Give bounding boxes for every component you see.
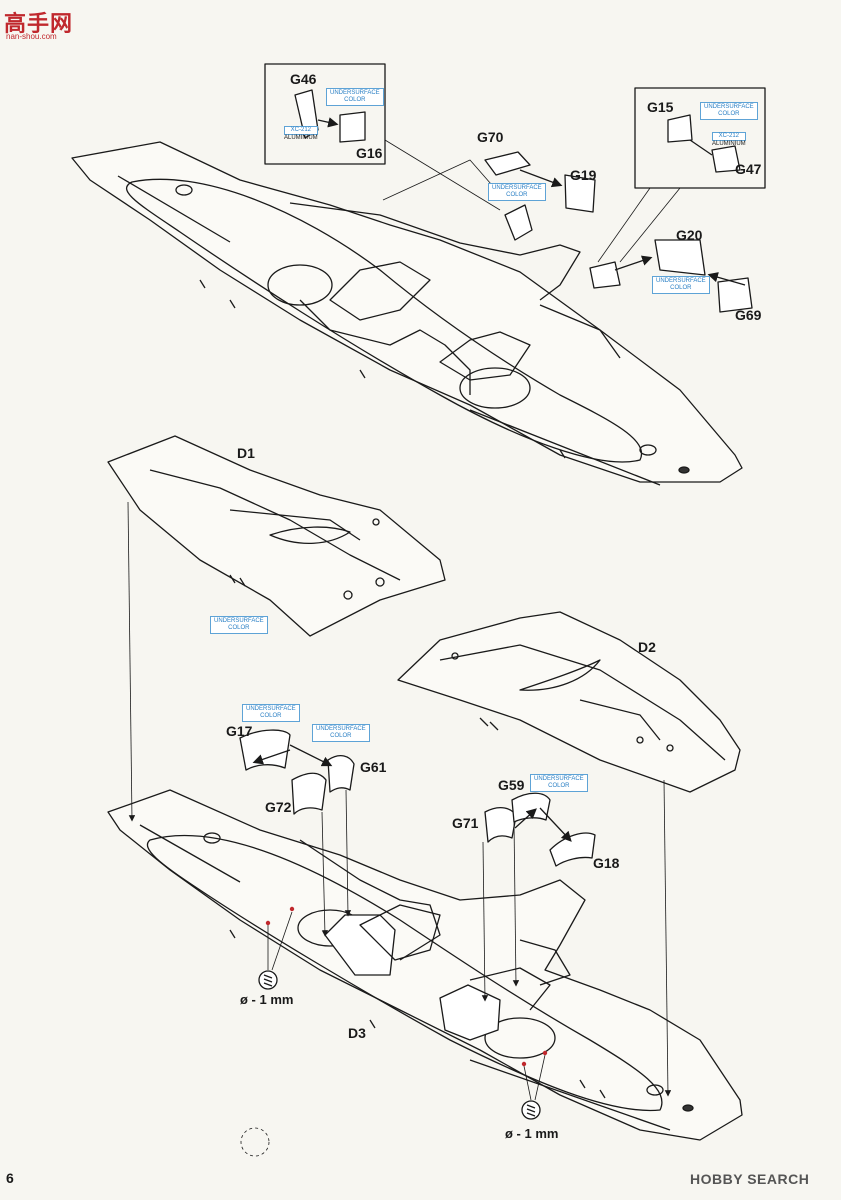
part-label-d2: D2 <box>638 639 656 655</box>
upper-left-wing-D1 <box>107 435 446 637</box>
part-label-g17: G17 <box>226 723 253 739</box>
part-label-d1: D1 <box>237 445 255 461</box>
part-label-g61: G61 <box>360 759 387 775</box>
top-lower-wing-assembly <box>71 141 743 486</box>
part-label-g20: G20 <box>676 227 703 243</box>
drill-note-left: ø - 1 mm <box>240 992 294 1007</box>
placement-lines <box>127 501 672 1097</box>
part-label-g15: G15 <box>647 99 674 115</box>
part-label-g46: G46 <box>290 71 317 87</box>
part-label-g47: G47 <box>735 161 762 177</box>
drill-symbol-left <box>258 911 293 990</box>
watermark-bottom: HOBBY SEARCH <box>690 1171 810 1187</box>
part-label-g16: G16 <box>356 145 383 161</box>
detail-box-right <box>634 87 766 189</box>
watermark-top: 高手网 <box>4 11 74 36</box>
detail-box-left <box>264 63 386 165</box>
part-label-g70: G70 <box>477 129 504 145</box>
lower-wing-assembly-D3 <box>107 789 743 1141</box>
part-label-g59: G59 <box>498 777 525 793</box>
part-label-g69: G69 <box>735 307 762 323</box>
drill-note-right: ø - 1 mm <box>505 1126 559 1141</box>
page-number: 6 <box>6 1170 14 1186</box>
part-label-g18: G18 <box>593 855 620 871</box>
drill-symbol-right <box>521 1054 546 1120</box>
watermark-top-url: nan-shou.com <box>6 32 57 41</box>
part-label-g71: G71 <box>452 815 479 831</box>
part-label-g72: G72 <box>265 799 292 815</box>
part-label-g19: G19 <box>570 167 597 183</box>
part-label-d3: D3 <box>348 1025 366 1041</box>
upper-right-wing-D2 <box>397 611 741 793</box>
